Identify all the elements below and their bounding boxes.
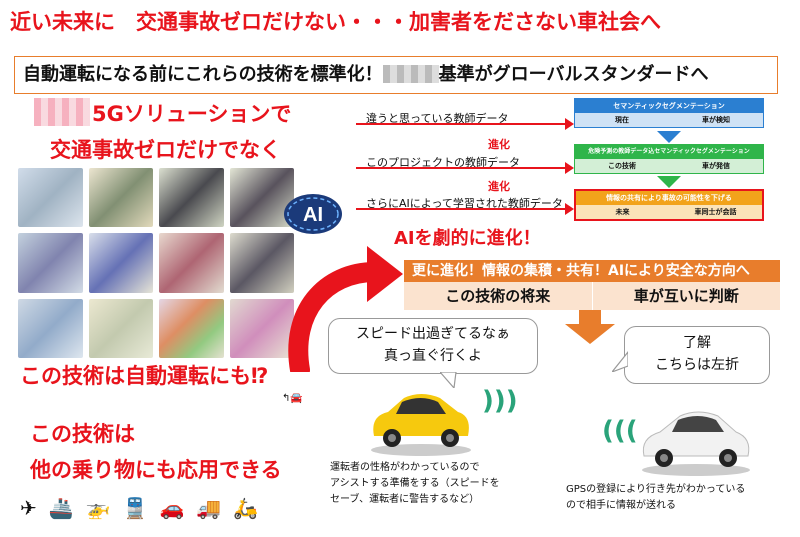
segmentation-tile xyxy=(159,233,224,293)
standardization-banner: 自動運転になる前にこれらの技術を標準化！ 基準がグローバルスタンダードへ xyxy=(14,56,778,94)
helicopter-icon: 🚁 xyxy=(85,496,111,520)
stage-box-this-tech: 危険予測の教師データ込セマンティックセグメンテーション この技術 車が発信 xyxy=(574,144,764,174)
headline-5g: 5Gソリューションで xyxy=(92,102,292,126)
big-red-curved-arrow xyxy=(288,246,403,372)
segmentation-tile xyxy=(18,168,83,228)
scooter-icon: 🛵 xyxy=(233,496,259,520)
stage-box-future-right: 車同士が会話 xyxy=(694,208,737,216)
banner-text-suffix: 基準がグローバルスタンダードへ xyxy=(438,64,709,85)
arrow-head-1 xyxy=(565,118,574,130)
teacher-data-row-3-label: さらにAIによって学習された教師データ xyxy=(366,197,563,210)
segmentation-image-grid xyxy=(18,168,294,358)
ai-label: AI xyxy=(303,204,323,226)
speech-bubble-right-tail xyxy=(612,351,628,372)
segmentation-tile xyxy=(88,168,153,228)
segmentation-tile xyxy=(159,298,224,358)
speech-bubble-right: 了解 こちらは左折 xyxy=(624,326,770,384)
page-title: 近い未来に 交通事故ゼロだけない・・・加害者をださない車社会へ xyxy=(10,10,661,34)
banner-text: 自動運転になる前にこれらの技術を標準化！ xyxy=(23,64,383,85)
car-right-desc-line1: GPSの登録により行き先がわかっている xyxy=(566,484,746,495)
stage-box-future-cells: 未来 車同士が会話 xyxy=(576,205,762,219)
truck-icon: 🚚 xyxy=(196,496,222,520)
other-vehicles-line2: 他の乗り物にも応用できる xyxy=(30,458,282,482)
down-arrow-1 xyxy=(657,131,681,143)
car-left-desc-line3: セーブ、運転者に警告するなど） xyxy=(330,494,480,505)
stage-box-this-tech-right: 車が発信 xyxy=(702,162,730,170)
stage-box-future-left: 未来 xyxy=(615,208,630,216)
signal-wave-icon-right: ((( xyxy=(602,416,638,446)
arrow-head-2 xyxy=(565,162,574,174)
headline-zero-accidents: 交通事故ゼロだけでなく xyxy=(50,138,281,162)
segmentation-tile xyxy=(18,298,83,358)
future-banner-cells: この技術の将来 車が互いに判断 xyxy=(404,282,780,310)
segmentation-tile xyxy=(88,233,153,293)
arrow-line-1 xyxy=(356,123,566,125)
stage-box-future-header: 情報の共有により事故の可能性を下げる xyxy=(576,191,762,205)
banner-mosaic xyxy=(382,65,439,83)
car-right-description: GPSの登録により行き先がわかっている ので相手に情報が送れる xyxy=(566,482,745,514)
stage-box-current-header: セマンティックセグメンテーション xyxy=(575,99,763,113)
brand-mosaic xyxy=(34,98,90,126)
segmentation-tile xyxy=(229,168,294,228)
stage-box-this-tech-cells: この技術 車が発信 xyxy=(575,159,763,173)
small-car-icon: ↰🚘 xyxy=(282,393,303,404)
arrow-line-3 xyxy=(356,208,566,210)
vehicle-icons: ✈ 🚢 🚁 🚆 🚗 🚚 🛵 xyxy=(20,496,258,520)
speech-bubble-right-line1: 了解 xyxy=(683,335,711,351)
speech-bubble-left: スピード出過ぎてるなぁ 真っ直ぐ行くよ xyxy=(328,318,538,374)
stage-box-current: セマンティックセグメンテーション 現在 車が検知 xyxy=(574,98,764,128)
autonomous-driving-question: この技術は自動運転にも⁉ xyxy=(20,364,269,388)
segmentation-tile xyxy=(229,298,294,358)
speech-bubble-left-line2: 真っ直ぐ行くよ xyxy=(384,348,482,364)
orange-down-arrow xyxy=(565,310,615,344)
evolution-label-2: 進化 xyxy=(488,180,510,193)
future-banner-header: 更に進化！情報の集積・共有！AIにより安全な方向へ xyxy=(404,260,780,282)
stage-box-current-right: 車が検知 xyxy=(702,116,730,124)
down-arrow-2 xyxy=(657,176,681,188)
speech-bubble-right-line2: こちらは左折 xyxy=(655,357,739,373)
segmentation-tile xyxy=(88,298,153,358)
stage-box-current-left: 現在 xyxy=(615,116,629,124)
car-left-description: 運転者の性格がわかっているので アシストする準備をする（スピードを セーブ、運転… xyxy=(330,460,500,508)
car-left-desc-line2: アシストする準備をする（スピードを xyxy=(330,478,500,489)
ai-brain-icon: AI xyxy=(284,194,342,234)
other-vehicles-line1: この技術は xyxy=(30,422,135,446)
stage-box-current-cells: 現在 車が検知 xyxy=(575,113,763,127)
speech-bubble-left-tail xyxy=(440,372,457,388)
stage-box-future: 情報の共有により事故の可能性を下げる 未来 車同士が会話 xyxy=(574,189,764,221)
white-car-illustration xyxy=(642,411,750,476)
signal-wave-icon-left: ))) xyxy=(482,386,518,416)
ai-evolve-headline: AIを劇的に進化！ xyxy=(394,228,541,249)
ship-icon: 🚢 xyxy=(48,496,74,520)
segmentation-tile xyxy=(229,233,294,293)
airplane-icon: ✈ xyxy=(20,496,37,520)
future-banner-right: 車が互いに判断 xyxy=(633,287,739,305)
segmentation-tile xyxy=(18,233,83,293)
arrow-head-3 xyxy=(565,203,574,215)
future-banner-left: この技術の将来 xyxy=(404,282,593,310)
segmentation-tile xyxy=(159,168,224,228)
teacher-data-row-2-label: このプロジェクトの教師データ xyxy=(366,156,520,169)
stage-box-this-tech-header: 危険予測の教師データ込セマンティックセグメンテーション xyxy=(575,145,763,159)
yellow-car-illustration xyxy=(371,394,471,456)
car-right-desc-line2: ので相手に情報が送れる xyxy=(566,500,676,511)
evolution-label-1: 進化 xyxy=(488,138,510,151)
teacher-data-row-1-label: 違うと思っている教師データ xyxy=(366,112,509,125)
arrow-line-2 xyxy=(356,167,566,169)
stage-box-this-tech-left: この技術 xyxy=(608,162,636,170)
car-left-desc-line1: 運転者の性格がわかっているので xyxy=(330,462,480,473)
speech-bubble-left-line1: スピード出過ぎてるなぁ xyxy=(356,326,510,342)
train-icon: 🚆 xyxy=(122,496,148,520)
car-icon: 🚗 xyxy=(159,496,185,520)
